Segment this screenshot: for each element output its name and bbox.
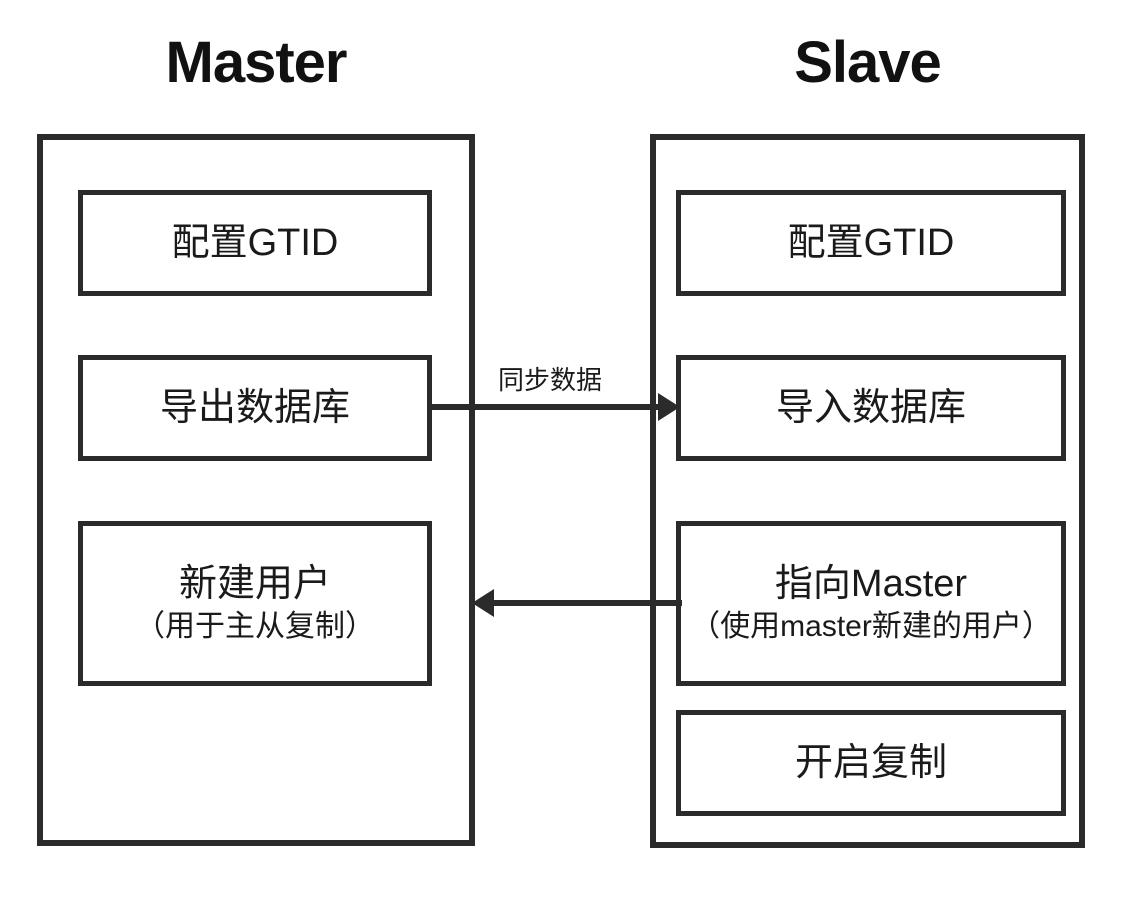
connector-label-sync-data: 同步数据 xyxy=(497,365,602,395)
step-label-primary: 开启复制 xyxy=(794,741,947,784)
master-step-export-database[interactable]: 导出数据库 xyxy=(78,355,432,461)
step-label-primary: 导入数据库 xyxy=(775,386,966,429)
slave-step-import-database[interactable]: 导入数据库 xyxy=(676,355,1066,461)
slave-step-point-to-master[interactable]: 指向Master （使用master新建的用户） xyxy=(676,521,1066,686)
arrow-left-icon xyxy=(472,589,494,617)
slave-step-start-replication[interactable]: 开启复制 xyxy=(676,710,1066,816)
connector-line-master-to-slave xyxy=(430,404,662,410)
step-label-secondary: （使用master新建的用户） xyxy=(690,610,1052,644)
step-label-primary: 指向Master xyxy=(774,562,968,605)
arrow-right-icon xyxy=(658,393,680,421)
column-title-master: Master xyxy=(165,30,348,95)
step-label-primary: 配置GTID xyxy=(787,221,955,264)
slave-step-configure-gtid[interactable]: 配置GTID xyxy=(676,190,1066,296)
master-step-create-user[interactable]: 新建用户 （用于主从复制） xyxy=(78,521,432,686)
master-step-configure-gtid[interactable]: 配置GTID xyxy=(78,190,432,296)
step-label-primary: 配置GTID xyxy=(171,221,339,264)
step-label-primary: 导出数据库 xyxy=(159,386,350,429)
column-title-slave: Slave xyxy=(794,30,942,95)
connector-line-slave-to-master xyxy=(492,600,682,606)
step-label-primary: 新建用户 xyxy=(178,562,331,605)
step-label-secondary: （用于主从复制） xyxy=(135,610,375,644)
